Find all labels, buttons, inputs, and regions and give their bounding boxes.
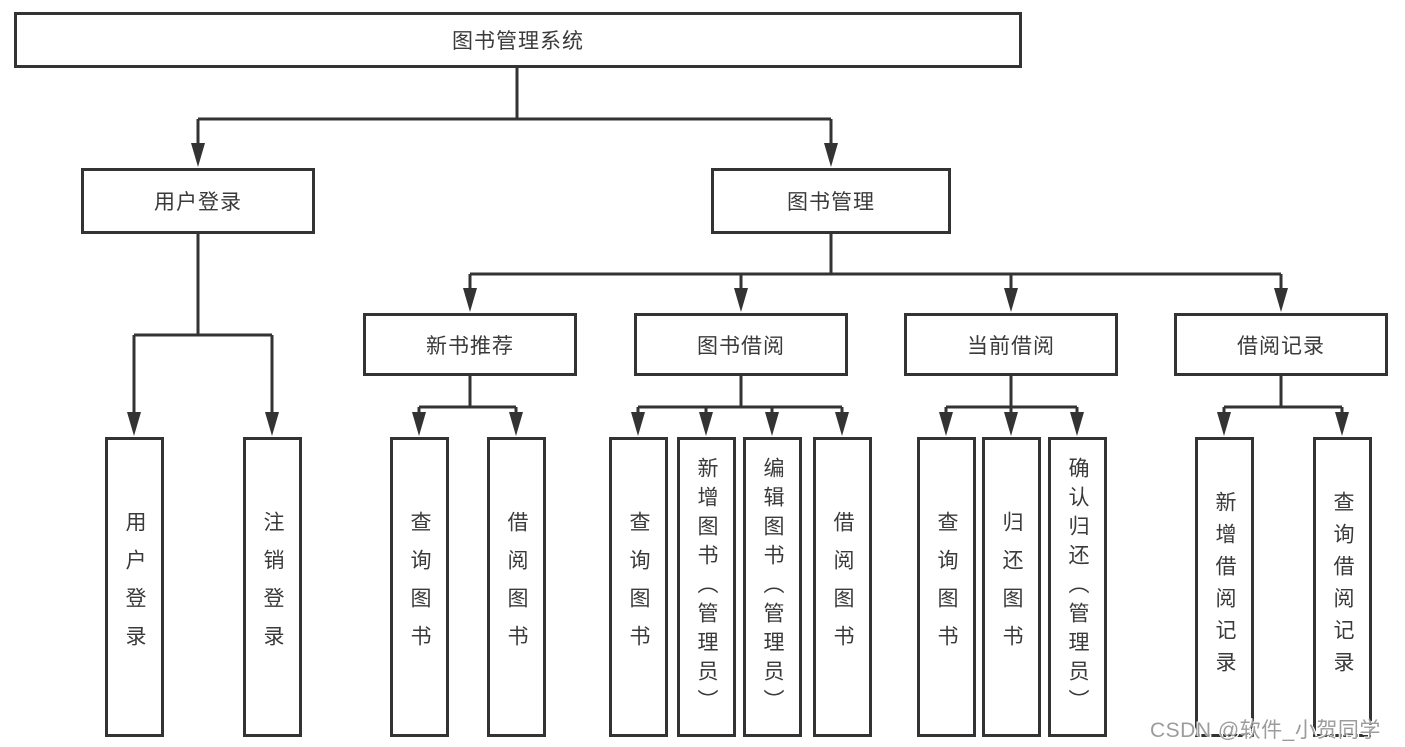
- node-leaf-query-borrow-record: 查询借阅记录: [1313, 437, 1372, 737]
- csdn-watermark: CSDN @软件_小贺同学: [1150, 719, 1381, 742]
- node-book-management-label: 图书管理: [787, 191, 875, 214]
- arrowhead: [939, 412, 953, 436]
- node-current-borrow-label: 当前借阅: [967, 334, 1055, 358]
- node-leaf-user-login-label: 用户登录: [123, 511, 146, 663]
- arrowhead: [1274, 288, 1288, 312]
- arrowhead: [824, 143, 838, 167]
- node-book-management: 图书管理: [711, 168, 951, 234]
- arrowhead: [1217, 412, 1231, 436]
- node-leaf-confirm-return-admin-label: 确认归还（管理员）: [1066, 456, 1089, 718]
- arrowhead: [1335, 412, 1349, 436]
- node-leaf-query-books-borrow: 查询图书: [609, 437, 668, 737]
- node-new-book-recommend-label: 新书推荐: [426, 334, 514, 358]
- node-leaf-borrow-books-label: 借阅图书: [831, 511, 854, 663]
- node-leaf-add-books-admin: 新增图书（管理员）: [677, 437, 736, 737]
- node-user-login-label: 用户登录: [154, 191, 242, 214]
- arrowhead: [835, 412, 849, 436]
- node-leaf-borrow-books: 借阅图书: [813, 437, 872, 737]
- node-leaf-edit-books-admin-label: 编辑图书（管理员）: [761, 456, 784, 718]
- node-leaf-return-books: 归还图书: [982, 437, 1041, 737]
- wire-current-borrow-to-leaves: [944, 376, 1079, 413]
- arrowhead: [265, 412, 279, 436]
- node-leaf-query-books-recommend-label: 查询图书: [408, 511, 431, 663]
- arrowhead: [1070, 412, 1084, 436]
- node-leaf-edit-books-admin: 编辑图书（管理员）: [743, 437, 802, 737]
- node-current-borrow: 当前借阅: [904, 313, 1118, 376]
- arrowhead: [699, 412, 713, 436]
- node-leaf-logout-label: 注销登录: [261, 511, 284, 663]
- arrowhead: [191, 143, 205, 167]
- node-root-label: 图书管理系统: [452, 30, 584, 53]
- node-leaf-add-borrow-record: 新增借阅记录: [1195, 437, 1254, 737]
- node-leaf-query-books-current-label: 查询图书: [935, 511, 958, 663]
- node-leaf-return-books-label: 归还图书: [1000, 511, 1023, 663]
- arrowhead: [463, 288, 477, 312]
- node-borrow-record-label: 借阅记录: [1237, 334, 1325, 358]
- node-new-book-recommend: 新书推荐: [363, 313, 577, 376]
- node-leaf-add-borrow-record-label: 新增借阅记录: [1213, 491, 1236, 683]
- arrowhead: [127, 412, 141, 436]
- node-borrow-record: 借阅记录: [1174, 313, 1388, 376]
- wire-book-borrow-to-leaves: [636, 376, 844, 413]
- node-leaf-borrow-books-recommend-label: 借阅图书: [505, 511, 528, 663]
- node-leaf-add-books-admin-label: 新增图书（管理员）: [695, 456, 718, 718]
- arrowhead: [631, 412, 645, 436]
- wire-new-book-rec-to-leaves: [417, 376, 518, 413]
- arrowhead: [412, 412, 426, 436]
- arrowhead: [1004, 288, 1018, 312]
- connector-paths: [132, 68, 1344, 413]
- node-leaf-logout: 注销登录: [243, 437, 302, 737]
- node-leaf-query-books-borrow-label: 查询图书: [627, 511, 650, 663]
- arrowhead: [734, 288, 748, 312]
- node-book-borrow: 图书借阅: [634, 313, 848, 376]
- node-leaf-user-login: 用户登录: [105, 437, 164, 737]
- node-leaf-borrow-books-recommend: 借阅图书: [487, 437, 546, 737]
- arrowhead: [509, 412, 523, 436]
- node-book-borrow-label: 图书借阅: [697, 334, 785, 358]
- arrowhead: [765, 412, 779, 436]
- node-user-login: 用户登录: [81, 168, 315, 234]
- wire-borrow-record-to-leaves: [1222, 376, 1344, 413]
- node-leaf-confirm-return-admin: 确认归还（管理员）: [1048, 437, 1107, 737]
- wire-root-to-level2: [196, 68, 833, 144]
- node-leaf-query-borrow-record-label: 查询借阅记录: [1331, 491, 1354, 683]
- arrowhead: [1004, 412, 1018, 436]
- arrowheads: [127, 143, 1349, 436]
- node-leaf-query-books-current: 查询图书: [917, 437, 976, 737]
- wire-user-login-to-leaves: [132, 234, 274, 413]
- wire-book-mgmt-to-level3: [468, 234, 1283, 289]
- node-root: 图书管理系统: [14, 12, 1022, 68]
- node-leaf-query-books-recommend: 查询图书: [390, 437, 449, 737]
